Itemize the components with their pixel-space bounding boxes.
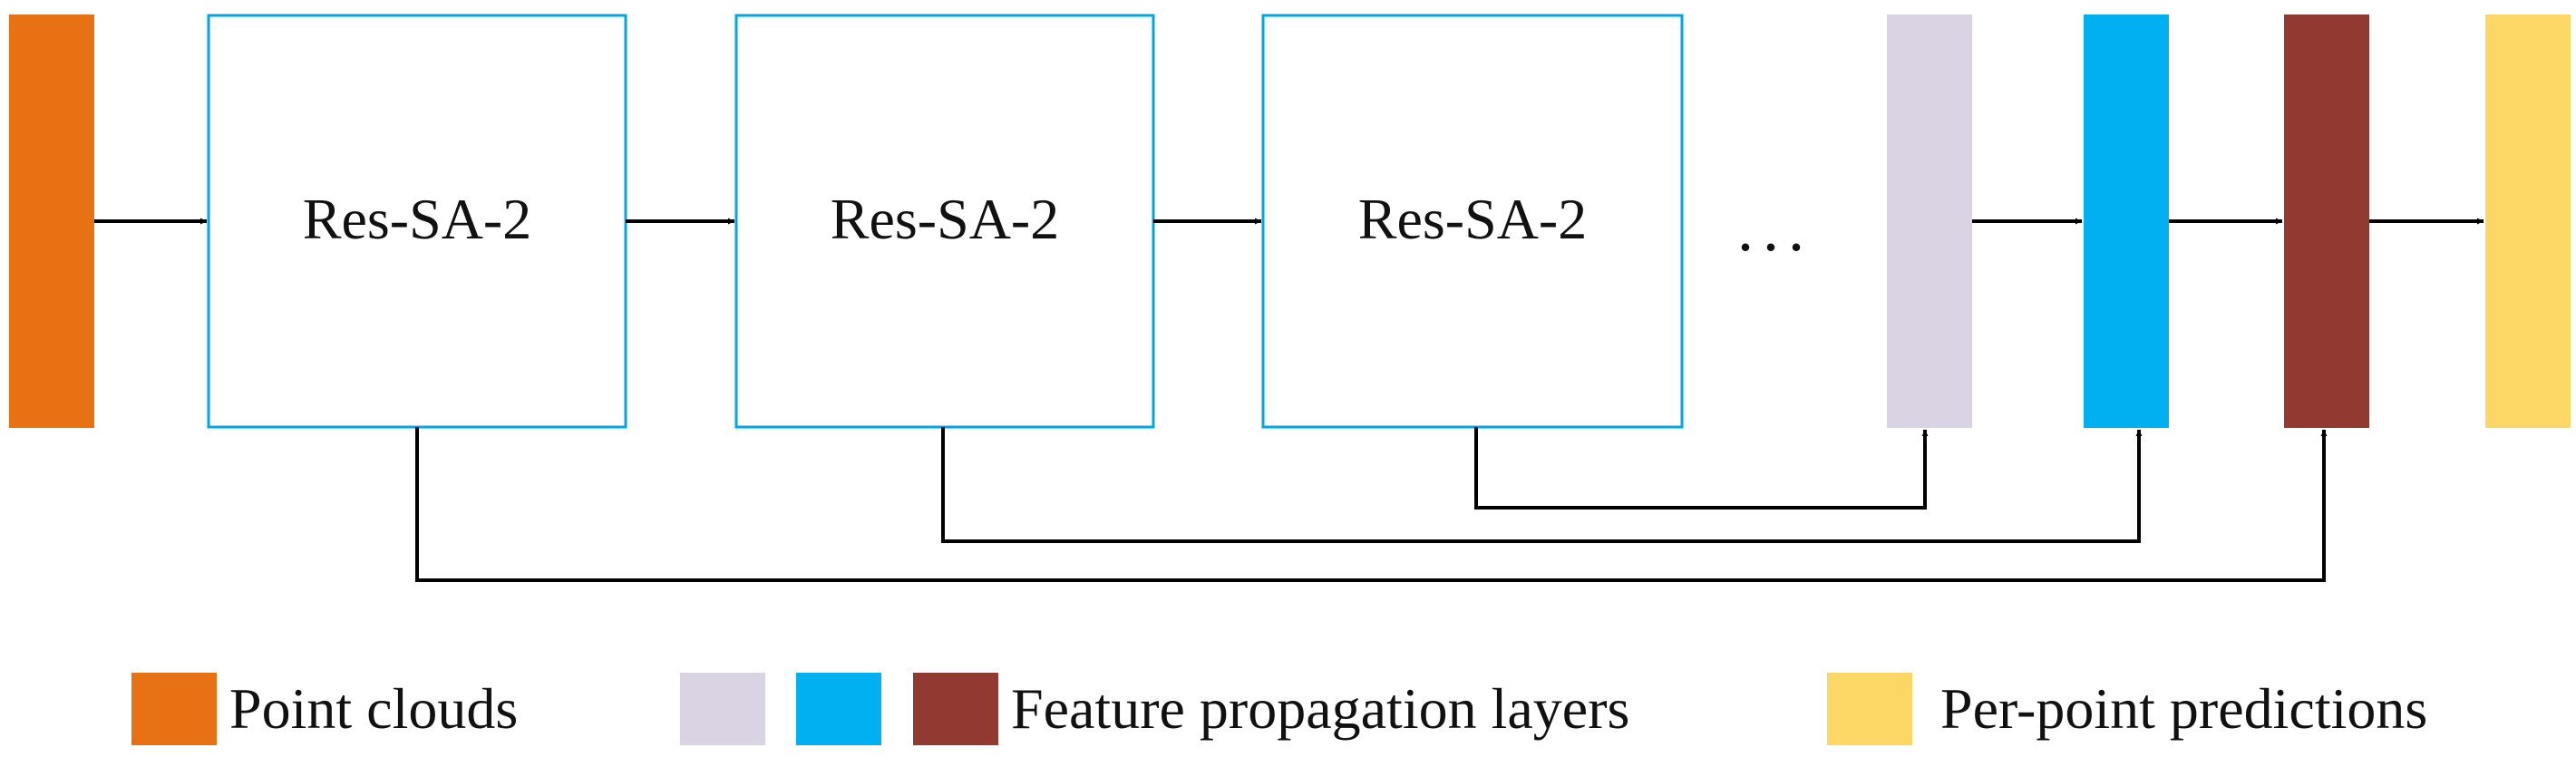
legend-swatch-fp-layer-2 (796, 673, 881, 745)
point-clouds-bar (9, 15, 94, 428)
skip-connection-block-3-to-fp1 (1474, 427, 1929, 510)
per-point-predictions-bar (2485, 15, 2571, 428)
res-sa-block-2: Res-SA-2 (734, 14, 1155, 429)
skip-connection-block-2-to-fp2 (941, 427, 2143, 543)
res-sa-block-3: Res-SA-2 (1261, 14, 1684, 429)
feature-propagation-layer-3 (2284, 15, 2369, 428)
res-sa-block-1-label: Res-SA-2 (303, 187, 531, 251)
res-sa-block-3-label: Res-SA-2 (1358, 187, 1587, 251)
ellipsis: ... (1737, 192, 1813, 265)
res-sa-block-2-box (734, 14, 1155, 429)
res-sa-block-2-label: Res-SA-2 (831, 187, 1059, 251)
legend-label-point-clouds: Point clouds (229, 676, 518, 741)
legend-swatch-point-clouds (131, 673, 217, 745)
res-sa-block-1: Res-SA-2 (207, 14, 627, 429)
legend-swatch-fp-layer-1 (680, 673, 765, 745)
feature-propagation-layer-1 (1887, 15, 1972, 428)
res-sa-block-3-box (1261, 14, 1684, 429)
legend-swatch-per-point-predictions (1827, 673, 1912, 745)
feature-propagation-layer-2 (2084, 15, 2169, 428)
skip-connection-block-1-to-fp3 (415, 427, 2328, 582)
res-sa-block-1-box (207, 14, 627, 429)
legend-label-feature-propagation: Feature propagation layers (1011, 676, 1629, 741)
legend-label-per-point-predictions: Per-point predictions (1940, 676, 2427, 741)
legend-swatch-fp-layer-3 (913, 673, 998, 745)
legend: Point clouds Feature propagation layers … (131, 673, 2427, 745)
